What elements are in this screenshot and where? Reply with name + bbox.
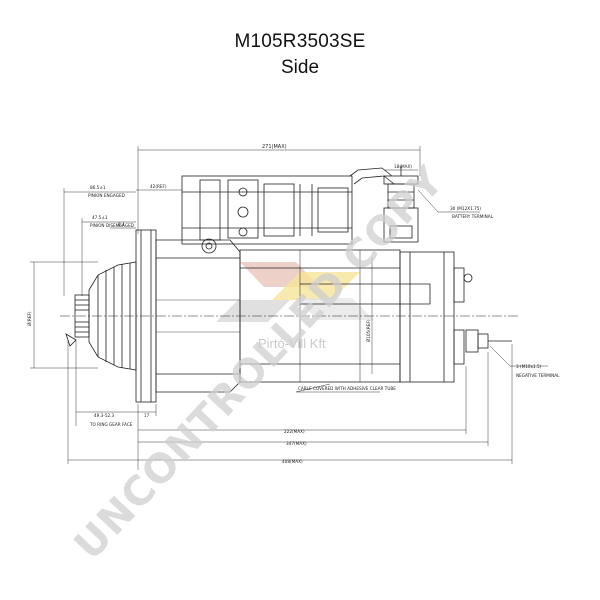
part-number: M105R3503SE [234,31,366,52]
dim-left-vertical: Ø(REF) [27,311,32,326]
dim-17: 17 [144,413,150,418]
dimension-lines [30,146,548,470]
dim-pinion-engaged: 86.5±1 [90,185,106,190]
dim-222: 222(MAX) [284,429,305,434]
dim-negative-terminal-label: NEGATIVE TERMINAL [516,373,560,378]
dim-408: 408(MAX) [282,459,303,464]
dim-ring-gear: 49.3-52.3 [94,413,114,418]
title-block: M105R3503SE Side [0,30,600,80]
watermark: UNCONTROLLED COPY [66,158,454,569]
dim-pinion-engaged-label: PINION ENGAGED [88,193,125,198]
watermark-logo-gray-shape-2 [296,298,374,320]
starter-motor [60,166,520,403]
dim-terminal-offset: 18(MAX) [394,164,412,169]
watermark-logo: Pirtó-Vill Kft [216,262,374,351]
dim-ring-gear-label: TO RING GEAR FACE [89,422,133,427]
negative-terminal [465,329,512,353]
dim-negative-terminal: 3 (M10x1.5) [516,364,542,369]
dim-battery-terminal-label: BATTERY TERMINAL [452,214,494,219]
dim-pinion-disengaged: 47.5±1 [92,215,108,220]
dim-battery-terminal: 30 (M12X1.75) [450,206,481,211]
dim-mid-vertical: Ø105(REF) [366,319,371,342]
view-label: Side [280,57,320,78]
commutator-end-housing [399,251,473,383]
cable-note: CABLE COVERED WITH ADHESIVE CLEAR TUBE [298,386,396,391]
dim-overall-top: 271(MAX) [262,144,287,150]
dim-347: 347(MAX) [286,441,307,446]
dim-pinion-disengaged-label: PINION DISENGAGED [90,223,134,228]
watermark-logo-text: Pirtó-Vill Kft [258,336,326,351]
dim-64: 6.4 [118,222,125,227]
dimension-texts: 271(MAX) 18(MAX) 86.5±1 PINION ENGAGED 4… [27,144,560,464]
watermark-logo-yellow-shape [272,272,360,300]
pinion-gear [65,294,90,347]
battery-terminal [383,166,419,243]
watermark-text: UNCONTROLLED COPY [66,158,454,569]
watermark-logo-gray-shape [216,300,290,322]
dim-ref-42: 42(REF) [150,184,167,189]
solenoid-cable [300,167,431,305]
solenoid [181,175,353,245]
